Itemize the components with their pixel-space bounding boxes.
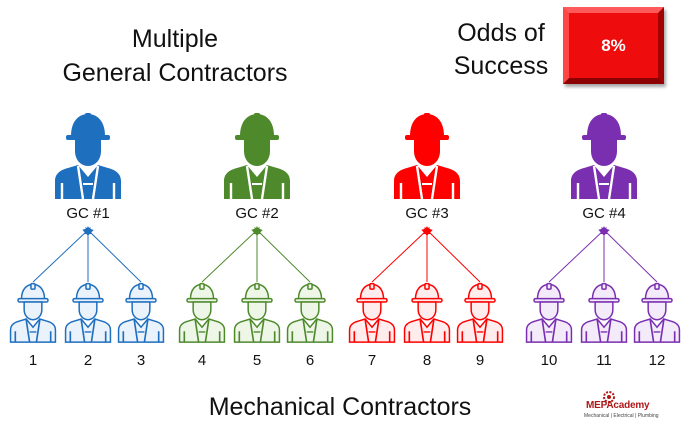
bottom-title: Mechanical Contractors bbox=[208, 393, 472, 421]
contractor-number: 5 bbox=[252, 352, 262, 369]
title-line-1: Multiple bbox=[131, 25, 219, 53]
connector-arrow bbox=[32, 227, 91, 283]
diagram-title: Multiple General Contractors bbox=[40, 22, 310, 90]
mechanical-contractor-icon bbox=[117, 282, 165, 343]
odds-label-line-2: Success bbox=[453, 52, 549, 80]
logo-tagline: Mechanical | Electrical | Plumbing bbox=[584, 413, 659, 419]
mep-academy-logo: MEPAcademy Mechanical | Electrical | Plu… bbox=[578, 389, 659, 421]
odds-label: Odds of Success bbox=[440, 17, 562, 83]
connector-arrow bbox=[548, 227, 607, 283]
gc-label: GC #3 bbox=[405, 205, 449, 222]
mechanical-contractor-icon bbox=[403, 282, 451, 343]
contractor-number: 6 bbox=[305, 352, 315, 369]
contractor-number: 2 bbox=[83, 352, 93, 369]
gc-worker-icon bbox=[394, 113, 460, 200]
odds-value-box: 8% bbox=[563, 7, 664, 84]
mechanical-contractor-icon bbox=[348, 282, 396, 343]
mechanical-contractor-icon bbox=[233, 282, 281, 343]
logo-text: MEPAcademy bbox=[586, 400, 650, 411]
mechanical-contractor-icon bbox=[178, 282, 226, 343]
odds-label-line-1: Odds of bbox=[457, 19, 545, 47]
connector-arrow bbox=[254, 227, 311, 283]
contractor-number: 3 bbox=[136, 352, 146, 369]
connector-arrow bbox=[601, 227, 658, 283]
gc-worker-icon bbox=[571, 113, 637, 200]
contractor-number: 4 bbox=[197, 352, 207, 369]
gear-icon bbox=[603, 391, 615, 403]
contractor-number: 12 bbox=[648, 352, 666, 369]
connector-arrow bbox=[371, 227, 430, 283]
mechanical-contractor-icon bbox=[580, 282, 628, 343]
gc-label: GC #2 bbox=[235, 205, 279, 222]
contractor-number: 8 bbox=[422, 352, 432, 369]
mechanical-contractor-icon bbox=[9, 282, 57, 343]
connector-arrow bbox=[424, 227, 481, 283]
mechanical-contractor-icon bbox=[456, 282, 504, 343]
connector-arrow bbox=[201, 227, 260, 283]
mechanical-contractor-icon bbox=[525, 282, 573, 343]
gc-label: GC #1 bbox=[66, 205, 110, 222]
mechanical-contractor-icon bbox=[286, 282, 334, 343]
gc-worker-icon bbox=[224, 113, 290, 200]
mechanical-contractor-icon bbox=[64, 282, 112, 343]
contractor-number: 9 bbox=[475, 352, 485, 369]
odds-value: 8% bbox=[601, 35, 626, 55]
contractor-number: 11 bbox=[596, 352, 612, 369]
gc-label: GC #4 bbox=[582, 205, 626, 222]
title-line-2: General Contractors bbox=[62, 59, 288, 87]
mechanical-contractor-icon bbox=[633, 282, 681, 343]
contractor-number: 10 bbox=[540, 352, 558, 369]
connector-arrow bbox=[85, 227, 142, 283]
contractor-number: 1 bbox=[28, 352, 38, 369]
gc-worker-icon bbox=[55, 113, 121, 200]
contractor-number: 7 bbox=[367, 352, 377, 369]
